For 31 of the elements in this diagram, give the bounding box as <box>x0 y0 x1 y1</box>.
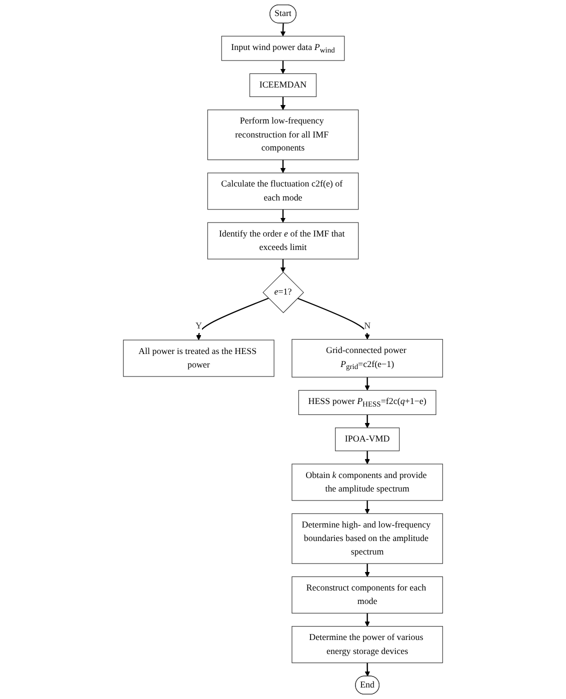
node-box: Obtain k components and provide the amplitude spectrum <box>292 464 443 501</box>
node-diamond: e=1? <box>262 272 304 314</box>
arrow <box>297 298 370 340</box>
node-box: All power is treated as the HESS power <box>123 340 274 377</box>
arrow <box>196 298 269 340</box>
node-box: Determine the power of various energy storage devices <box>292 626 443 664</box>
node-box: HESS power P$_{HESS}$=f2c(q+1−e) <box>298 390 436 415</box>
arrow <box>280 160 286 174</box>
node-box: Identify the order e of the IMF that exceeds limit <box>207 222 359 260</box>
arrow <box>364 450 370 464</box>
edge-label: Y <box>195 321 202 331</box>
arrow <box>280 209 286 223</box>
arrow <box>364 613 370 627</box>
node-box: Reconstruct components for each mode <box>292 576 443 614</box>
arrow <box>364 414 370 428</box>
node-box: Perform low-frequency reconstruction for all IMF components <box>207 110 359 160</box>
node-box: Input wind power data P$_{wind}$ <box>221 36 345 61</box>
arrow <box>280 259 286 272</box>
arrow <box>364 564 370 577</box>
node-box: ICEEMDAN <box>249 73 317 98</box>
node-box: IPOA-VMD <box>335 428 400 452</box>
node-box: Calculate the fluctuation c2f(e) of each mode <box>207 172 359 210</box>
node-box: Grid-connected power P$_{grid}$=c2f(e−1) <box>292 339 443 378</box>
arrow <box>280 23 286 36</box>
arrow <box>280 60 286 74</box>
arrow <box>280 96 286 110</box>
arrow <box>364 377 370 391</box>
arrow <box>364 662 370 677</box>
arrow <box>364 500 370 514</box>
node-box: Determine high- and low-frequency boundaries based on the amplitude spectrum <box>292 513 443 564</box>
edge-label: N <box>364 321 371 331</box>
